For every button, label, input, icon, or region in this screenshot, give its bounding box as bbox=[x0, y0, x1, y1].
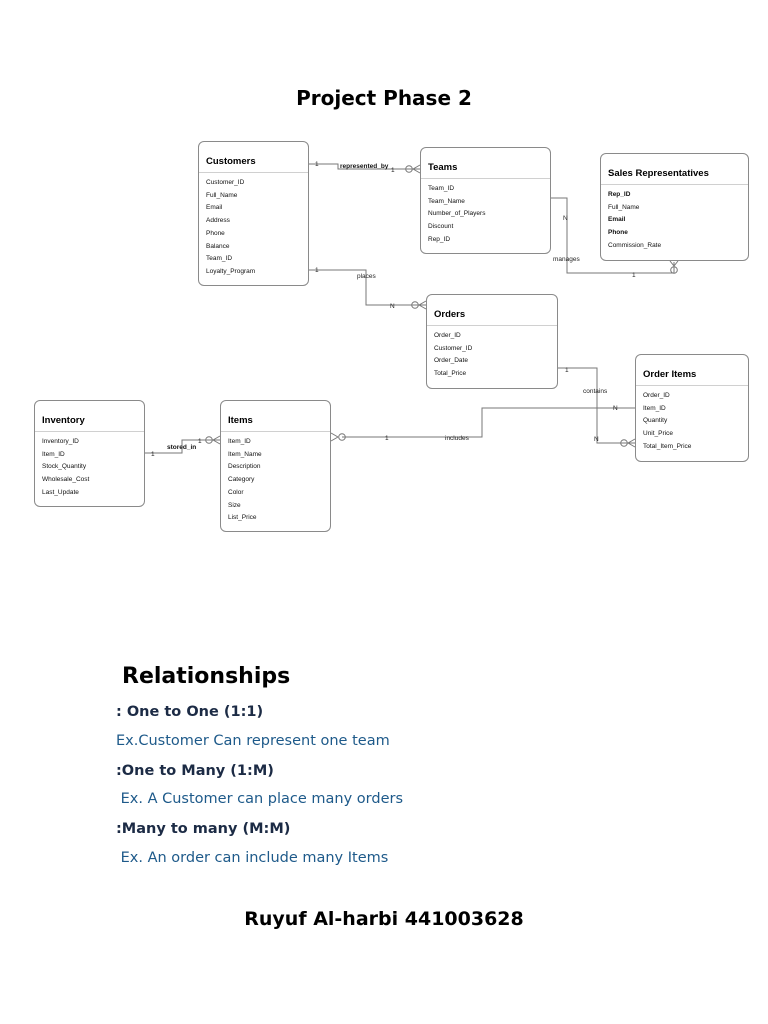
card-1-c: 1 bbox=[315, 267, 319, 274]
entity-attr: Color bbox=[228, 488, 244, 496]
entity-sales-representatives: Sales Representatives Rep_ID Full_Name E… bbox=[600, 153, 749, 261]
entity-attr: Quantity bbox=[643, 417, 668, 425]
entity-attr: Total_Price bbox=[434, 370, 467, 378]
crow-items-stored bbox=[205, 436, 213, 444]
card-1-g: 1 bbox=[151, 451, 155, 458]
entity-attr: Email bbox=[206, 204, 223, 212]
many-to-many-example: Ex. An order can include many Items bbox=[116, 850, 389, 866]
many-to-many-label: :Many to many (M:M) bbox=[116, 821, 291, 837]
er-connectors: represented_by 1 1 places 1 N manages N … bbox=[144, 161, 679, 458]
card-n-a: N bbox=[390, 303, 395, 310]
entity-attr: Balance bbox=[206, 242, 230, 250]
crow-orders bbox=[411, 301, 419, 309]
entity-attr: Address bbox=[206, 217, 230, 225]
entity-attr: Order_ID bbox=[643, 392, 670, 399]
entity-attr: Last_Update bbox=[42, 488, 79, 496]
entity-title: Order Items bbox=[636, 355, 748, 386]
one-to-one-label: : One to One (1:1) bbox=[116, 704, 264, 720]
entity-attr: Team_ID bbox=[428, 185, 455, 192]
entity-attr: Phone bbox=[206, 229, 225, 237]
entity-attr: Loyalty_Program bbox=[206, 267, 256, 275]
entity-title: Inventory bbox=[35, 401, 144, 432]
label-manages: manages bbox=[553, 256, 580, 263]
entity-attr: Item_ID bbox=[228, 438, 251, 445]
entity-attr: Total_Item_Price bbox=[643, 442, 692, 450]
entity-customers: Customers Customer_ID Full_Name Email Ad… bbox=[198, 141, 309, 286]
entity-attr: List_Price bbox=[228, 514, 257, 522]
connector-represented-by bbox=[309, 163, 420, 170]
entity-attr: Phone bbox=[608, 229, 628, 237]
entity-attr: Rep_ID bbox=[608, 191, 631, 198]
entity-attr: Full_Name bbox=[608, 203, 640, 211]
connector-stored-in bbox=[144, 439, 220, 454]
crow-items-includes bbox=[338, 433, 346, 441]
entity-attr: Item_ID bbox=[42, 450, 65, 458]
entity-title: Items bbox=[221, 401, 330, 432]
relationships-heading: Relationships bbox=[122, 664, 291, 689]
entity-attr: Description bbox=[228, 463, 261, 471]
one-to-many-example: Ex. A Customer can place many orders bbox=[116, 791, 404, 807]
card-1-d: 1 bbox=[632, 272, 636, 279]
entity-items: Items Item_ID Item_Name Description Cate… bbox=[220, 400, 331, 532]
entity-attr: Discount bbox=[428, 223, 454, 231]
entity-attr: Inventory_ID bbox=[42, 438, 79, 445]
author-line: Ruyuf Al-harbi 441003628 bbox=[244, 908, 524, 930]
entity-attr: Size bbox=[228, 501, 241, 509]
crow-order-items-contains bbox=[620, 439, 628, 447]
entity-orders: Orders Order_ID Customer_ID Order_Date T… bbox=[426, 294, 558, 389]
crow-sales-reps bbox=[670, 266, 678, 274]
entity-attr: Wholesale_Cost bbox=[42, 476, 90, 484]
entity-attr: Rep_ID bbox=[428, 235, 451, 243]
card-1-e: 1 bbox=[565, 367, 569, 374]
page-title: Project Phase 2 bbox=[296, 86, 472, 110]
entity-title: Orders bbox=[427, 295, 557, 326]
entity-title: Customers bbox=[199, 142, 308, 173]
entity-attr: Order_Date bbox=[434, 357, 468, 365]
label-represented-by: represented_by bbox=[340, 163, 389, 170]
connector-places bbox=[309, 269, 426, 306]
entity-title: Teams bbox=[421, 148, 550, 179]
entity-attr: Item_Name bbox=[228, 450, 262, 458]
entity-attr: Email bbox=[608, 216, 626, 224]
entity-order-items: Order Items Order_ID Item_ID Quantity Un… bbox=[635, 354, 749, 462]
label-contains: contains bbox=[583, 388, 608, 395]
card-1-b: 1 bbox=[391, 167, 395, 174]
card-n-c: N bbox=[594, 436, 599, 443]
entity-attr: Commission_Rate bbox=[608, 241, 662, 249]
entity-attr: Stock_Quantity bbox=[42, 463, 87, 471]
entity-attr: Order_ID bbox=[434, 332, 461, 339]
entity-attr: Team_ID bbox=[206, 255, 233, 263]
connector-includes bbox=[342, 407, 635, 438]
entity-attr: Unit_Price bbox=[643, 430, 673, 438]
entity-title: Sales Representatives bbox=[601, 154, 748, 185]
card-1-h: 1 bbox=[198, 438, 202, 445]
entity-inventory: Inventory Inventory_ID Item_ID Stock_Qua… bbox=[34, 400, 145, 507]
entity-attr: Full_Name bbox=[206, 191, 238, 199]
card-1-a: 1 bbox=[315, 161, 319, 168]
er-diagram: represented_by 1 1 places 1 N manages N … bbox=[34, 141, 749, 532]
label-places: places bbox=[357, 273, 377, 280]
one-to-one-example: Ex.Customer Can represent one team bbox=[116, 733, 390, 749]
card-1-f: 1 bbox=[385, 435, 389, 442]
entity-attr: Category bbox=[228, 476, 255, 484]
connector-contains bbox=[557, 367, 635, 444]
entity-teams: Teams Team_ID Team_Name Number_of_Player… bbox=[420, 147, 551, 254]
card-n-b: N bbox=[563, 215, 568, 222]
label-stored-in: stored_in bbox=[167, 444, 196, 451]
label-includes: includes bbox=[445, 435, 470, 442]
entity-attr: Item_ID bbox=[643, 404, 666, 412]
entity-attr: Customer_ID bbox=[206, 179, 245, 186]
entity-attr: Team_Name bbox=[428, 197, 465, 205]
crow-teams bbox=[405, 165, 413, 173]
connector-manages bbox=[550, 197, 675, 274]
entity-attr: Customer_ID bbox=[434, 344, 473, 352]
card-n-d: N bbox=[613, 405, 618, 412]
entity-attr: Number_of_Players bbox=[428, 210, 486, 218]
one-to-many-label: :One to Many (1:M) bbox=[116, 763, 274, 779]
